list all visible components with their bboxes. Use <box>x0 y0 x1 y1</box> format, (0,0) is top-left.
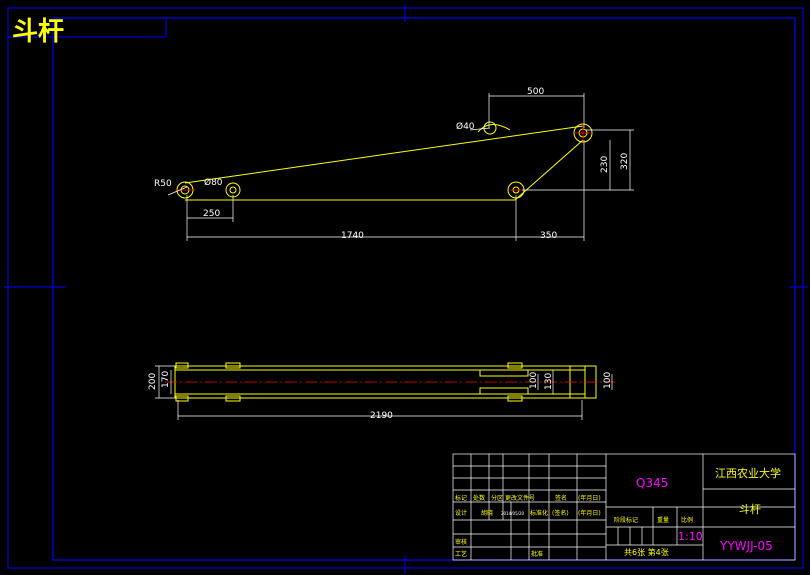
pin-hole-250-inner <box>229 186 237 194</box>
tb-scale: 1:10 <box>678 530 703 543</box>
tb-ratio: 比例 <box>681 516 693 524</box>
tb-date: (年月日) <box>578 494 601 502</box>
tb-standardization: 标准化 <box>530 509 548 517</box>
tb-count: 处数 <box>473 494 485 502</box>
dim-2190: 2190 <box>370 411 393 421</box>
tb-zone: 分区 <box>491 494 503 502</box>
tb-date2: (年月日) <box>578 509 601 517</box>
dim-d40: Ø40 <box>456 121 475 132</box>
dim-200: 200 <box>148 373 158 390</box>
leader-r50 <box>167 186 188 196</box>
tb-review: 审核 <box>455 538 467 546</box>
tb-mark: 标记 <box>455 494 467 502</box>
tb-signature: 签名 <box>555 494 567 502</box>
slot-bottom <box>479 387 529 395</box>
dim-d80: Ø80 <box>204 177 223 188</box>
pin-hole-250 <box>225 182 241 198</box>
pin-hole-lug <box>483 121 497 135</box>
title-block <box>452 453 796 561</box>
dim-100a: 100 <box>529 372 539 389</box>
boss-3 <box>175 395 189 402</box>
tb-stage-mark: 阶段标记 <box>614 516 638 524</box>
dim-500: 500 <box>527 87 544 97</box>
dim-350: 350 <box>540 231 557 241</box>
boss-5 <box>507 362 523 369</box>
tb-part-name: 斗杆 <box>739 502 761 516</box>
dim-130: 130 <box>544 373 554 390</box>
outer-border <box>7 7 804 569</box>
right-edge <box>514 139 584 201</box>
tb-weight: 重量 <box>657 516 669 524</box>
tb-designer: 胡晓 <box>481 509 493 517</box>
leader-d40 <box>469 127 491 131</box>
dim-250: 250 <box>203 209 220 219</box>
boss-4 <box>225 395 241 402</box>
title-box <box>8 18 167 38</box>
top-edge <box>184 125 584 184</box>
dim-230: 230 <box>600 156 610 173</box>
dim-320: 320 <box>620 153 630 170</box>
front-centerlines <box>175 124 592 191</box>
tb-change-doc: 更改文件号 <box>505 494 535 502</box>
top-dimension-lines <box>155 365 613 420</box>
tb-sign2: (签名) <box>552 509 569 517</box>
boss-1 <box>175 362 189 369</box>
tb-approve: 批准 <box>531 550 543 558</box>
dim-100b: 100 <box>603 372 613 389</box>
front-dimension-lines <box>167 93 634 241</box>
slot-top <box>479 369 529 377</box>
tb-university: 江西农业大学 <box>715 466 781 480</box>
tb-design: 设计 <box>455 509 467 517</box>
inner-border <box>52 17 796 561</box>
tb-date-val: 2014/05/20 <box>501 511 525 516</box>
dim-1740: 1740 <box>341 231 364 241</box>
boss-6 <box>507 395 523 402</box>
lug <box>477 124 511 133</box>
tb-drawing-no: YYWJJ-05 <box>719 539 773 553</box>
dim-r50: R50 <box>154 179 172 189</box>
tb-sheets: 共6张 第4张 <box>624 547 669 557</box>
tb-process: 工艺 <box>455 550 467 558</box>
front-view <box>176 121 593 201</box>
tb-material: Q345 <box>636 476 668 490</box>
boss-2 <box>225 362 241 369</box>
dim-170: 170 <box>161 371 171 388</box>
drawing-title: 斗杆 <box>12 17 64 47</box>
